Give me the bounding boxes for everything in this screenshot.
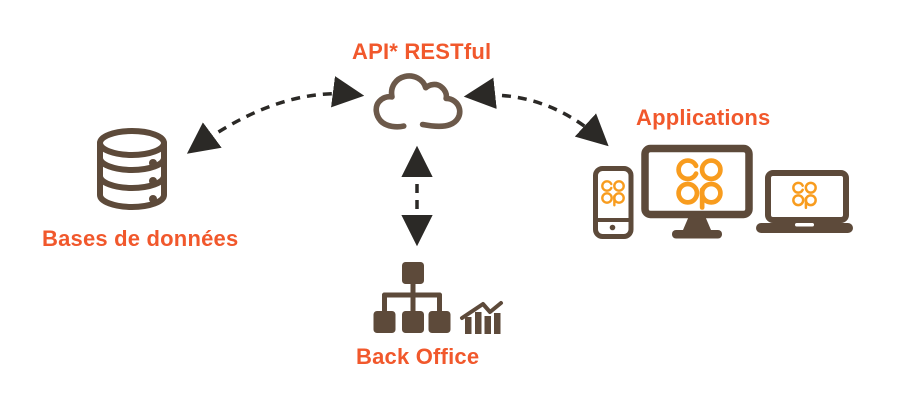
database-icon [97, 128, 167, 210]
api-label: API* RESTful [352, 39, 492, 64]
edge-databases-api [186, 76, 365, 154]
smartphone-icon [593, 166, 634, 239]
cloud-icon [373, 73, 463, 130]
coop-logo-icon [679, 161, 721, 208]
edge-api-applications [463, 77, 609, 147]
laptop-icon [756, 170, 853, 233]
databases-label: Bases de données [42, 226, 239, 251]
bar-chart-icon [460, 301, 503, 334]
coop-logo-icon [601, 180, 625, 207]
org-chart-icon [373, 262, 451, 333]
monitor-icon [641, 144, 753, 239]
backoffice-label: Back Office [356, 344, 480, 369]
coop-logo-icon [792, 181, 817, 210]
applications-label: Applications [636, 105, 771, 130]
